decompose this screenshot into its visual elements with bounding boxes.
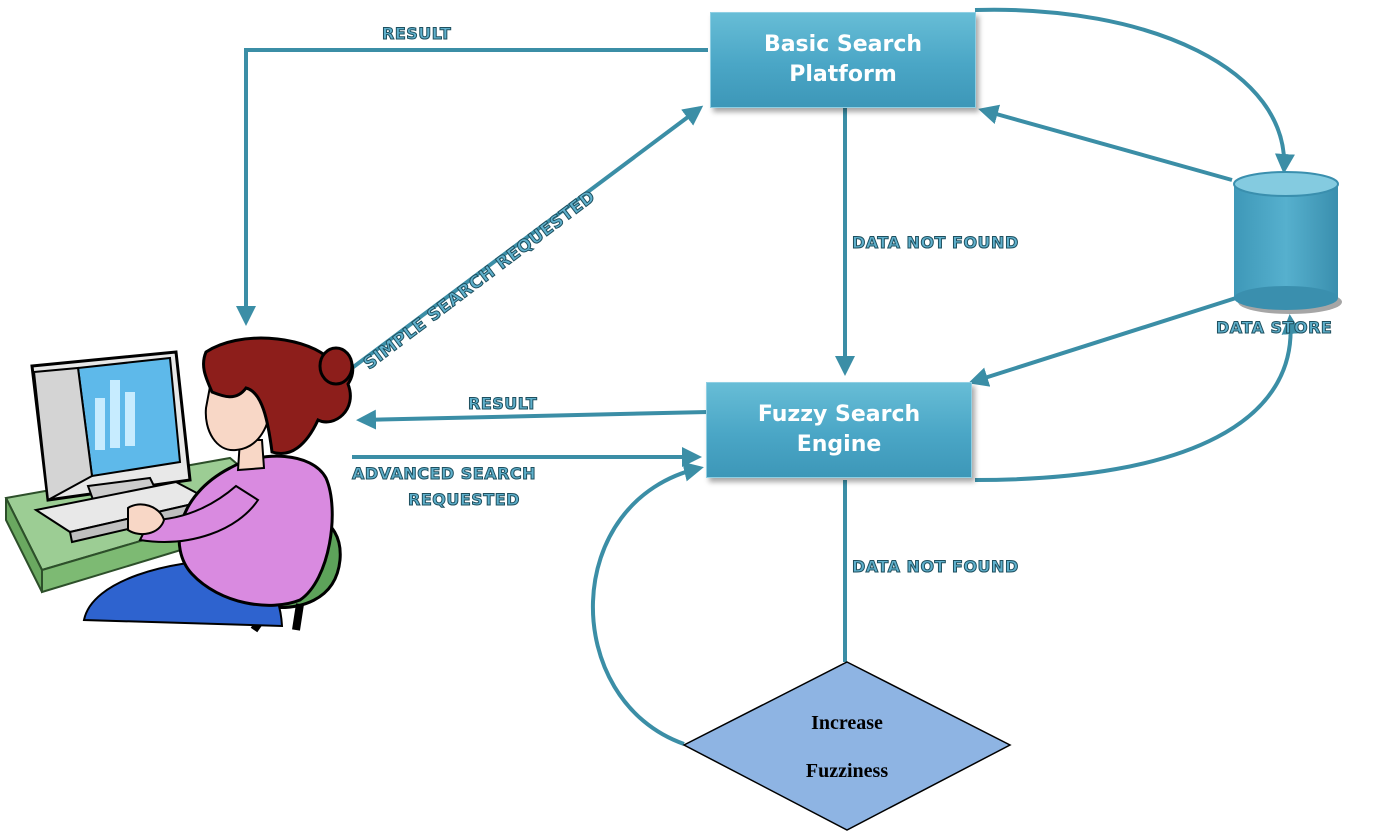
data-store-label: DATA STORE: [1215, 318, 1333, 338]
arrow-basic-to-datastore: [974, 7, 1295, 174]
edge-label-data-not-found-2: DATA NOT FOUND: [852, 557, 1019, 577]
edge-label-data-not-found-1: DATA NOT FOUND: [852, 233, 1019, 253]
arrow-simple-search-request: [350, 105, 704, 370]
basic-search-node-line1: Basic Search: [763, 32, 923, 57]
arrow-datastore-to-fuzzy: [968, 296, 1237, 387]
database-cylinder-icon: [1233, 171, 1342, 314]
arrow-fuzzy-to-datastore: [974, 314, 1302, 482]
fuzzy-search-node-line2: Engine: [796, 432, 882, 457]
connector-arrows: [236, 7, 1302, 746]
decision-line2: Fuzziness: [805, 760, 889, 782]
edge-label-result-mid: RESULT: [467, 394, 538, 414]
fuzzy-search-engine-node: Fuzzy Search Engine: [706, 382, 972, 478]
edge-label-advanced-search-line2: REQUESTED: [408, 490, 520, 510]
edge-label-result-top: RESULT: [381, 24, 452, 44]
decision-line1: Increase: [811, 712, 883, 734]
edge-label-advanced-search-line1: ADVANCED SEARCH: [351, 464, 537, 484]
arrow-increase-fuzziness-loop: [591, 461, 704, 746]
arrow-datastore-to-basic: [978, 104, 1233, 182]
arrow-fuzzy-result-to-user: [356, 409, 709, 430]
basic-search-node-line2: Platform: [789, 62, 897, 87]
basic-search-platform-node: Basic Search Platform: [710, 12, 976, 108]
arrow-basic-result-to-user: [236, 48, 708, 326]
person-at-computer-icon: [4, 336, 355, 633]
increase-fuzziness-diamond: [682, 661, 1012, 831]
fuzzy-search-node-line1: Fuzzy Search: [757, 402, 921, 427]
